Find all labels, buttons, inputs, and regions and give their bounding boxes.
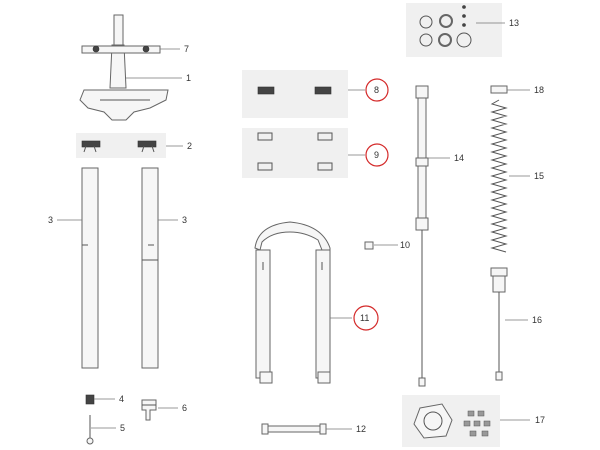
part-11-lower-legs[interactable] — [254, 221, 331, 384]
part-17-rotor-bolts[interactable] — [402, 395, 500, 447]
callout-5: 5 — [120, 423, 125, 433]
callout-9-highlight — [365, 143, 389, 167]
callout-4: 4 — [119, 394, 124, 404]
callout-9: 9 — [374, 150, 379, 160]
callout-6: 6 — [182, 403, 187, 413]
part-3-stanchion-right[interactable] — [141, 167, 159, 369]
part-14-damper[interactable] — [415, 85, 429, 387]
callout-8-highlight — [365, 78, 389, 102]
part-5-bolt[interactable] — [86, 415, 94, 445]
callout-3-left: 3 — [48, 215, 53, 225]
callout-16: 16 — [532, 315, 542, 325]
callout-10: 10 — [400, 240, 410, 250]
callout-2: 2 — [187, 141, 192, 151]
callout-11: 11 — [360, 313, 369, 323]
part-9-foam-rings[interactable] — [242, 128, 348, 178]
callout-1: 1 — [186, 73, 191, 83]
part-1-crown-steerer[interactable] — [79, 14, 169, 121]
part-3-stanchion-left[interactable] — [81, 167, 99, 369]
part-4-valve[interactable] — [85, 394, 95, 405]
callout-11-highlight — [353, 305, 379, 331]
part-10-fitting[interactable] — [364, 241, 374, 250]
callout-7: 7 — [184, 44, 189, 54]
callout-17: 17 — [535, 415, 545, 425]
part-12-axle[interactable] — [261, 423, 327, 435]
callout-13: 13 — [509, 18, 519, 28]
callout-18: 18 — [534, 85, 544, 95]
callout-14: 14 — [454, 153, 464, 163]
part-18-top-cap[interactable] — [490, 85, 508, 94]
part-8-wipers[interactable] — [242, 70, 348, 118]
part-6-air-valve[interactable] — [141, 399, 157, 421]
callout-3-right: 3 — [182, 215, 187, 225]
part-2-bushings[interactable] — [76, 133, 166, 158]
callout-12: 12 — [356, 424, 366, 434]
part-15-spring[interactable] — [490, 99, 508, 253]
part-16-air-shaft[interactable] — [490, 267, 508, 381]
callout-8: 8 — [374, 85, 379, 95]
part-13-seal-kit[interactable] — [406, 3, 502, 57]
part-7-crown-bolts[interactable] — [81, 45, 161, 54]
callout-15: 15 — [534, 171, 544, 181]
